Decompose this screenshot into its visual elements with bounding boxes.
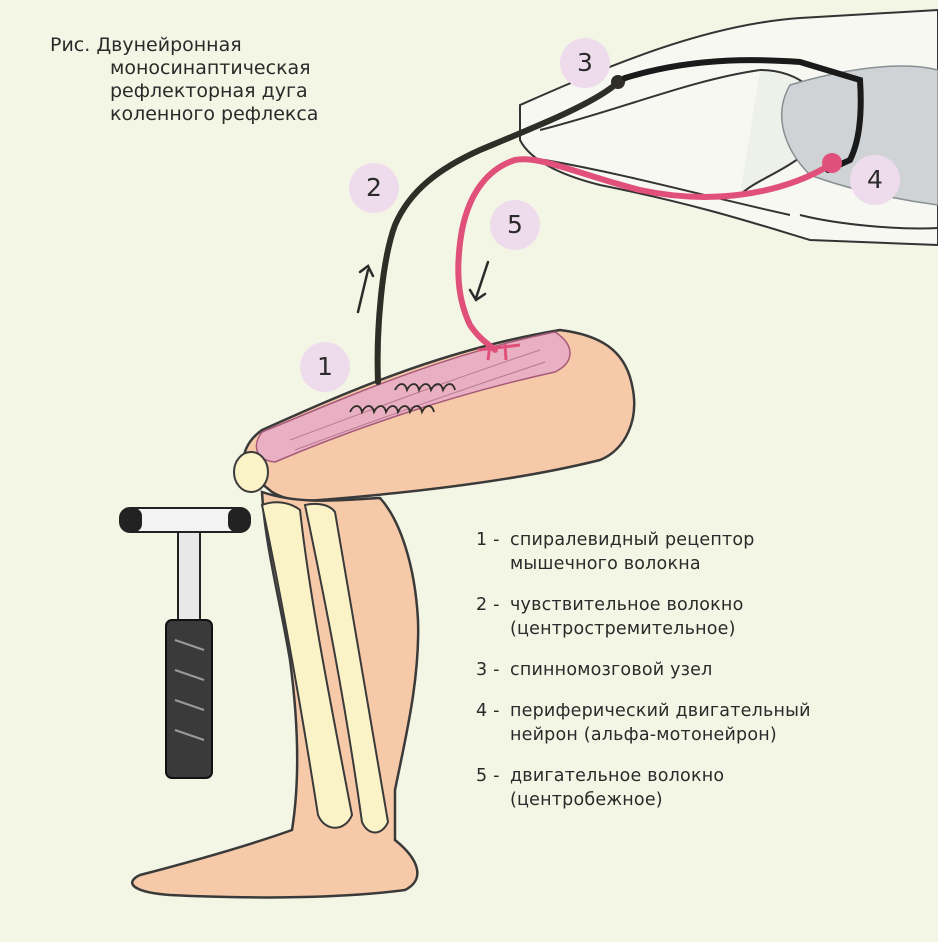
legend-num: 1 -	[476, 528, 510, 552]
legend-item-1: 1 -спиралевидный рецептор мышечного воло…	[476, 528, 811, 576]
legend-num: 2 -	[476, 593, 510, 617]
reflex-hammer-icon	[120, 508, 250, 778]
motor-fiber	[458, 159, 830, 350]
legend-item-2: 2 -чувствительное волокно (центростремит…	[476, 593, 811, 641]
title-line-4: коленного рефлекса	[50, 103, 318, 126]
badge-3: 3	[560, 38, 610, 88]
title-line-1: Рис. Двунейронная	[50, 34, 318, 57]
legend-text-cont: (центробежное)	[476, 788, 811, 812]
legend-item-5: 5 -двигательное волокно (центробежное)	[476, 764, 811, 812]
legend-text-cont: нейрон (альфа-мотонейрон)	[476, 723, 811, 747]
title-line-3: рефлекторная дуга	[50, 80, 318, 103]
figure-title: Рис. Двунейронная моносинаптическая рефл…	[50, 34, 318, 126]
legend-text: периферический двигательный	[510, 701, 811, 721]
title-line-2: моносинаптическая	[50, 57, 318, 80]
legend-item-3: 3 -спинномозговой узел	[476, 658, 811, 682]
badge-2: 2	[349, 163, 399, 213]
badge-4: 4	[850, 155, 900, 205]
arrow-up-icon	[358, 266, 373, 312]
legend-text: двигательное волокно	[510, 766, 724, 786]
badge-1: 1	[300, 342, 350, 392]
legend-num: 4 -	[476, 699, 510, 723]
legend-text-cont: (центростремительное)	[476, 617, 811, 641]
motor-neuron	[822, 153, 842, 173]
legend-num: 5 -	[476, 764, 510, 788]
legend: 1 -спиралевидный рецептор мышечного воло…	[476, 528, 811, 829]
arrow-down-icon	[470, 262, 488, 300]
legend-text: спиралевидный рецептор	[510, 530, 755, 550]
legend-item-4: 4 -периферический двигательный нейрон (а…	[476, 699, 811, 747]
legend-num: 3 -	[476, 658, 510, 682]
legend-text-cont: мышечного волокна	[476, 552, 811, 576]
badge-5: 5	[490, 200, 540, 250]
legend-text: спинномозговой узел	[510, 660, 713, 680]
legend-text: чувствительное волокно	[510, 595, 743, 615]
